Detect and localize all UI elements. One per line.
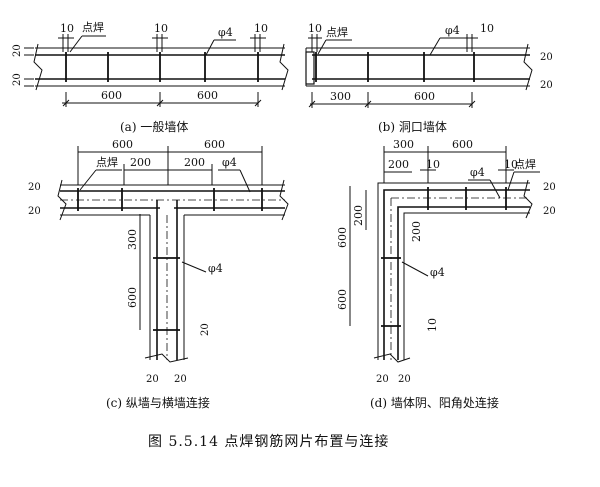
dim-600: 600 <box>414 90 435 103</box>
dim-600: 600 <box>336 289 349 310</box>
caption-d: (d) 墙体阴、阳角处连接 <box>370 395 499 410</box>
spot-weld-label: 点焊 <box>96 155 118 169</box>
dim-20: 20 <box>376 374 389 385</box>
dim-600: 600 <box>452 138 473 151</box>
dim-600: 600 <box>197 89 218 102</box>
phi4-label: φ4 <box>218 26 233 39</box>
dim-10: 10 <box>308 22 322 35</box>
dim-20: 20 <box>398 374 411 385</box>
dim-20: 20 <box>12 73 23 86</box>
dim-10: 10 <box>60 22 74 35</box>
dim-600: 600 <box>112 138 133 151</box>
dim-200: 200 <box>130 156 151 169</box>
dim-600: 600 <box>101 89 122 102</box>
caption-c: (c) 纵墙与横墙连接 <box>106 395 210 410</box>
phi4-label: φ4 <box>208 262 223 275</box>
dim-300: 300 <box>393 138 414 151</box>
dim-20: 20 <box>540 52 553 63</box>
break-mark <box>33 43 43 91</box>
dim-20: 20 <box>540 80 553 91</box>
phi4-label: φ4 <box>470 166 485 179</box>
dim-20: 20 <box>12 44 23 57</box>
dim-10: 10 <box>254 22 268 35</box>
dim-200: 200 <box>352 205 365 226</box>
dim-300: 300 <box>126 229 139 250</box>
dim-300: 300 <box>330 90 351 103</box>
spot-weld-label: 点焊 <box>82 20 104 34</box>
dim-200: 200 <box>410 221 423 242</box>
dim-10: 10 <box>480 22 494 35</box>
phi4-label: φ4 <box>445 24 460 37</box>
dim-200: 200 <box>388 158 409 171</box>
break-mark <box>523 43 533 91</box>
dim-600: 600 <box>126 287 139 308</box>
panel-c: 20 20 600 600 200 200 点焊 φ4 300 600 φ4 2… <box>28 138 289 410</box>
dim-20: 20 <box>200 323 211 336</box>
dim-20: 20 <box>28 206 41 217</box>
spot-weld-label: 点焊 <box>326 25 348 39</box>
dim-10: 10 <box>154 22 168 35</box>
dim-10: 10 <box>426 318 439 332</box>
dim-20: 20 <box>543 206 556 217</box>
dim-20: 20 <box>543 182 556 193</box>
phi4-label: φ4 <box>430 266 445 279</box>
dim-10: 10 <box>504 158 518 171</box>
dim-20: 20 <box>146 374 159 385</box>
break-mark <box>279 43 289 91</box>
figure-caption: 图 5.5.14 点焊钢筋网片布置与连接 <box>148 433 389 450</box>
dim-200: 200 <box>184 156 205 169</box>
panel-b: 20 20 10 10 点焊 φ4 300 600 (b) 洞口墙体 <box>305 22 553 134</box>
dim-20: 20 <box>174 374 187 385</box>
panel-d: 300 600 200 10 10 点焊 φ4 20 20 200 600 60… <box>336 138 556 410</box>
dim-600: 600 <box>336 227 349 248</box>
caption-b: (b) 洞口墙体 <box>378 120 447 134</box>
dim-600: 600 <box>204 138 225 151</box>
spot-weld-label: 点焊 <box>514 157 536 171</box>
phi4-label: φ4 <box>222 156 237 169</box>
dim-20: 20 <box>28 182 41 193</box>
dim-10: 10 <box>426 158 440 171</box>
caption-a: (a) 一般墙体 <box>120 119 188 134</box>
panel-a: 20 20 10 10 10 点焊 φ4 600 600 <box>12 20 289 134</box>
